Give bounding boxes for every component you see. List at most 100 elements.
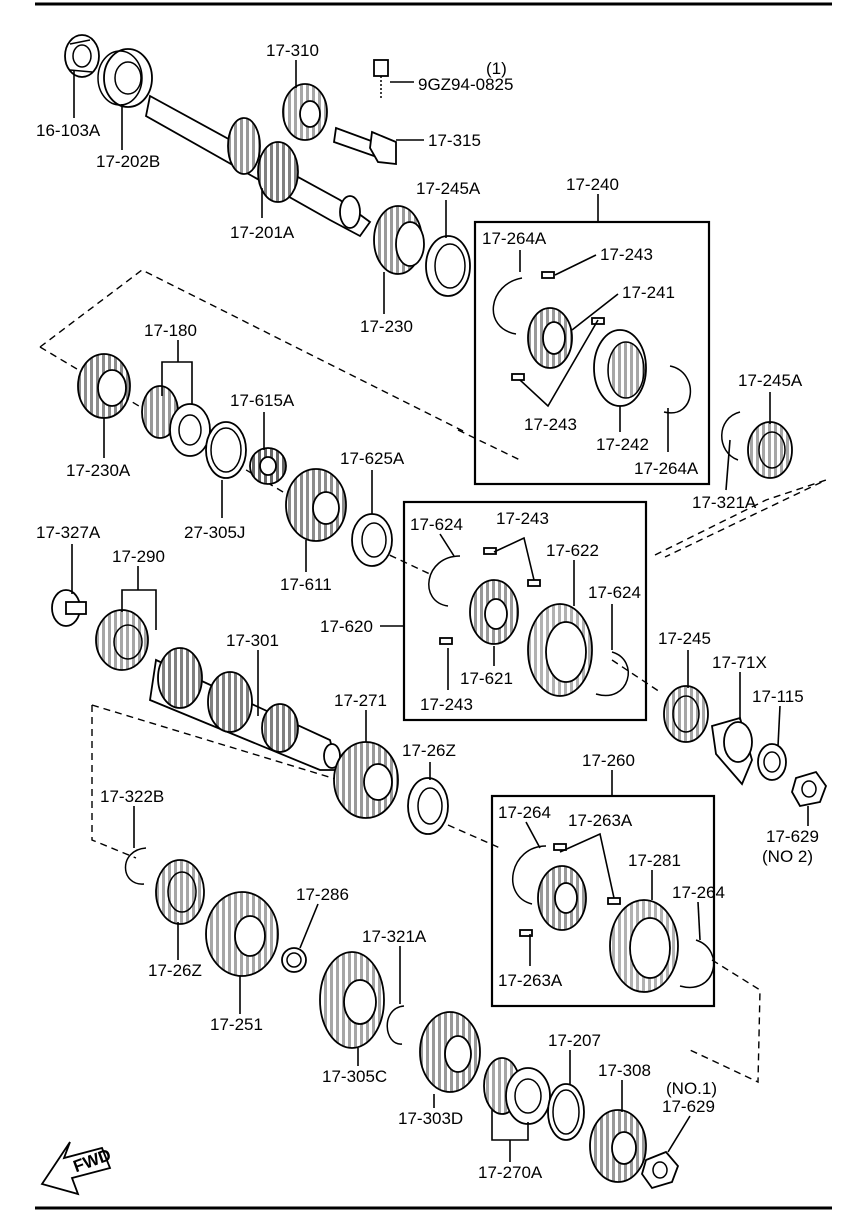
fwd-arrow-icon [40, 1141, 112, 1196]
label-17-243-c: 17-243 [496, 509, 549, 528]
part-shaft-17-315 [333, 126, 397, 166]
label-17-241: 17-241 [622, 283, 675, 302]
part-gear-17-305c [319, 951, 385, 1049]
label-17-629-no1: 17-629 [662, 1097, 715, 1116]
label-17-621: 17-621 [460, 669, 513, 688]
label-17-271: 17-271 [334, 691, 387, 710]
label-17-305c: 17-305C [322, 1067, 387, 1086]
part-ring-17-115 [757, 743, 787, 781]
label-16-103a: 16-103A [36, 121, 101, 140]
part-gear-17-303d [419, 1011, 481, 1093]
leader-lines [71, 60, 809, 1162]
label-17-245a-right: 17-245A [738, 371, 803, 390]
label-17-286: 17-286 [296, 885, 349, 904]
label-17-243-b: 17-243 [524, 415, 577, 434]
part-needle-bearing-17-615a [249, 447, 287, 485]
part-sync-17-260 [512, 843, 715, 993]
label-note-1: (1) [486, 59, 507, 78]
label-17-290: 17-290 [112, 547, 165, 566]
label-no-2: (NO 2) [762, 847, 813, 866]
label-17-625a: 17-625A [340, 449, 405, 468]
label-17-245: 17-245 [658, 629, 711, 648]
label-no-1: (NO.1) [666, 1079, 717, 1098]
part-bearing-17-202b [97, 48, 153, 108]
label-17-264a-top: 17-264A [482, 229, 547, 248]
label-17-264-b: 17-264 [672, 883, 725, 902]
label-17-624-a: 17-624 [410, 515, 463, 534]
part-nut-17-629-no1 [641, 1150, 680, 1190]
label-17-321a-right: 17-321A [692, 493, 757, 512]
part-countershaft-17-301 [149, 647, 341, 771]
label-17-327a: 17-327A [36, 523, 101, 542]
assembly-box-17-620 [402, 500, 648, 722]
label-17-303d: 17-303D [398, 1109, 463, 1128]
label-17-242: 17-242 [596, 435, 649, 454]
part-housing-17-71x [710, 716, 753, 786]
label-17-230: 17-230 [360, 317, 413, 336]
label-17-26z-a: 17-26Z [402, 741, 456, 760]
label-17-281: 17-281 [628, 851, 681, 870]
assembly-box-17-240 [473, 220, 711, 486]
part-sync-17-620 [428, 547, 629, 697]
part-gear-17-310 [282, 83, 328, 141]
part-gear-17-271 [333, 741, 399, 819]
label-17-230a: 17-230A [66, 461, 131, 480]
part-ring-17-26z-b [155, 859, 205, 925]
label-17-263a-a: 17-263A [568, 811, 633, 830]
label-17-115: 17-115 [752, 687, 804, 706]
part-snapring-17-322b [124, 847, 147, 885]
part-ring-17-245a-top [425, 235, 471, 297]
label-17-180: 17-180 [144, 321, 197, 340]
label-17-611: 17-611 [280, 575, 332, 594]
part-washer-17-286 [281, 947, 307, 973]
part-washer-17-207 [547, 1083, 585, 1141]
part-gear-17-230 [373, 205, 425, 275]
label-17-264a-b: 17-264A [634, 459, 699, 478]
part-ring-17-245 [663, 685, 709, 743]
label-9gz94-0825: 9GZ94-0825 [418, 75, 513, 94]
label-17-243-a: 17-243 [600, 245, 653, 264]
assembly-box-17-260 [490, 794, 716, 1008]
label-17-629-no2: 17-629 [766, 827, 819, 846]
part-bearing-17-290 [95, 609, 149, 671]
label-17-240: 17-240 [566, 175, 619, 194]
label-17-322b: 17-322B [100, 787, 164, 806]
part-ring-17-245a-right [721, 411, 793, 479]
part-bearing-16-103a [64, 34, 100, 78]
part-labels: 16-103A 17-202B 17-310 (1) 9GZ94-0825 17… [36, 41, 819, 1182]
label-17-71x: 17-71X [712, 653, 767, 672]
label-17-264-a: 17-264 [498, 803, 551, 822]
label-17-26z-b: 17-26Z [148, 961, 202, 980]
label-17-622: 17-622 [546, 541, 599, 560]
part-mainshaft-17-201a [144, 94, 372, 238]
part-nut-17-629-no2 [791, 770, 828, 808]
part-ring-17-26z-a [407, 777, 449, 835]
part-bearing-17-180 [141, 385, 211, 457]
part-gear-17-230a [77, 353, 131, 419]
part-snapring-17-321a [386, 1005, 405, 1045]
label-17-201a: 17-201A [230, 223, 295, 242]
part-bolt-9gz94 [373, 59, 389, 98]
part-sync-17-240 [492, 271, 692, 414]
label-17-315: 17-315 [428, 131, 481, 150]
label-17-301: 17-301 [226, 631, 279, 650]
label-17-615a: 17-615A [230, 391, 295, 410]
part-gear-17-308 [589, 1109, 647, 1183]
part-bearing-17-270a [483, 1057, 551, 1125]
label-17-624-b: 17-624 [588, 583, 641, 602]
label-17-310: 17-310 [266, 41, 319, 60]
label-17-620: 17-620 [320, 617, 373, 636]
label-17-270a: 17-270A [478, 1163, 543, 1182]
label-17-321a-b: 17-321A [362, 927, 427, 946]
part-washer-27-305j [205, 421, 247, 479]
label-17-207: 17-207 [548, 1031, 601, 1050]
label-17-202b: 17-202B [96, 152, 160, 171]
label-17-245a-top: 17-245A [416, 179, 481, 198]
label-17-251: 17-251 [210, 1015, 263, 1034]
label-17-263a-b: 17-263A [498, 971, 563, 990]
part-gear-17-611 [285, 468, 347, 542]
label-27-305j: 27-305J [184, 523, 245, 542]
part-ring-17-625a [351, 513, 393, 567]
label-17-243-d: 17-243 [420, 695, 473, 714]
